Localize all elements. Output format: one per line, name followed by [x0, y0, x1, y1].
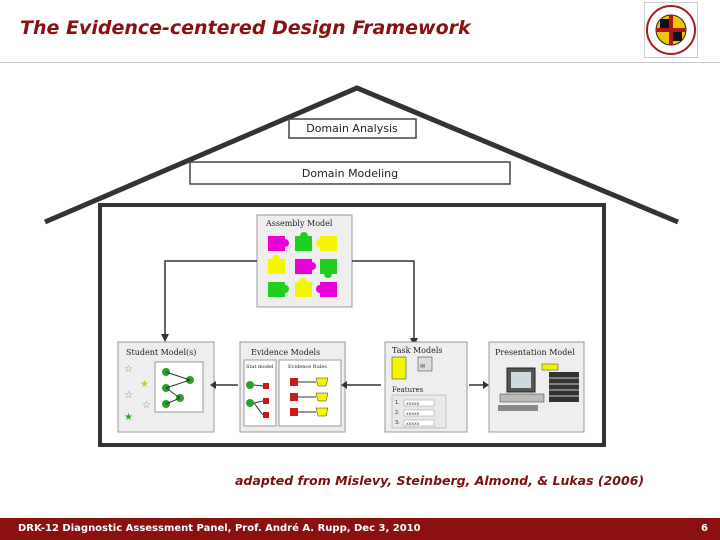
evidence-models-label: Evidence Models [251, 348, 320, 357]
assembly-to-student-line [164, 260, 257, 338]
task-models-label: Task Models [392, 346, 443, 355]
ecd-framework-diagram: Domain Analysis Domain Modeling Assembly… [44, 85, 679, 447]
presentation-model-card: Presentation Model [488, 341, 585, 433]
domain-analysis-box [288, 118, 417, 139]
feature-num-2: 2. [395, 410, 400, 416]
university-seal-logo [644, 2, 698, 58]
house-roof [44, 85, 679, 225]
footer-text: DRK-12 Diagnostic Assessment Panel, Prof… [18, 523, 421, 534]
assembly-to-task-line [352, 260, 415, 342]
page-number: 6 [701, 523, 708, 534]
assembly-model-card: Assembly Model [256, 214, 353, 308]
feature-value-1: xxxxx [406, 402, 420, 407]
slide-footer: DRK-12 Diagnostic Assessment Panel, Prof… [0, 518, 720, 540]
citation-text: adapted from Mislevy, Steinberg, Almond,… [235, 473, 645, 488]
task-models-card: Task Models ✉ Features 1. xxxxx 2. xxxxx… [384, 341, 468, 433]
domain-analysis-label: Domain Analysis [306, 122, 398, 135]
features-label: Features [392, 386, 424, 394]
assembly-model-label: Assembly Model [265, 219, 333, 228]
feature-num-1: 1. [395, 400, 400, 406]
presentation-model-label: Presentation Model [495, 348, 575, 357]
student-models-card: Student Model(s) ☆ ★ ☆ ☆ ★ [117, 341, 215, 433]
slide-title: The Evidence-centered Design Framework [20, 17, 471, 39]
slide-header: The Evidence-centered Design Framework [0, 0, 720, 63]
feature-value-2: xxxxx [406, 412, 420, 417]
domain-modeling-box [189, 161, 511, 185]
feature-value-3: xxxxx [406, 422, 420, 427]
domain-modeling-label: Domain Modeling [302, 167, 398, 180]
svg-text:★: ★ [140, 379, 149, 390]
feature-num-3: 3. [395, 420, 400, 426]
student-models-label: Student Model(s) [126, 348, 196, 357]
evidence-models-card: Evidence Models Stat model Evidence Rule… [239, 341, 346, 433]
puzzle-pieces [268, 232, 337, 297]
stat-model-label: Stat model [246, 364, 274, 370]
svg-text:☆: ☆ [142, 400, 151, 411]
svg-text:☆: ☆ [124, 364, 133, 375]
svg-text:✉: ✉ [420, 363, 425, 370]
evidence-rules-label: Evidence Rules [288, 364, 327, 370]
svg-text:☆: ☆ [124, 390, 133, 401]
svg-text:★: ★ [124, 412, 133, 423]
